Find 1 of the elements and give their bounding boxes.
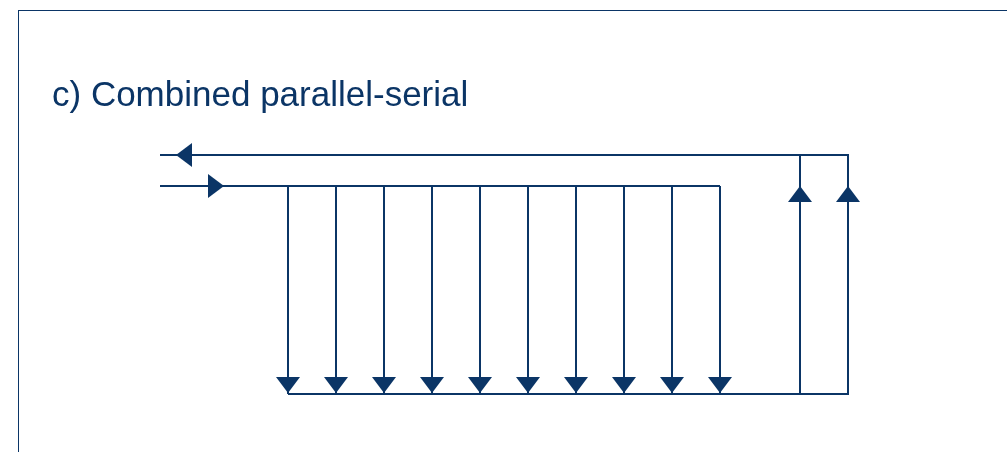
title: c) Combined parallel-serial: [52, 74, 469, 114]
